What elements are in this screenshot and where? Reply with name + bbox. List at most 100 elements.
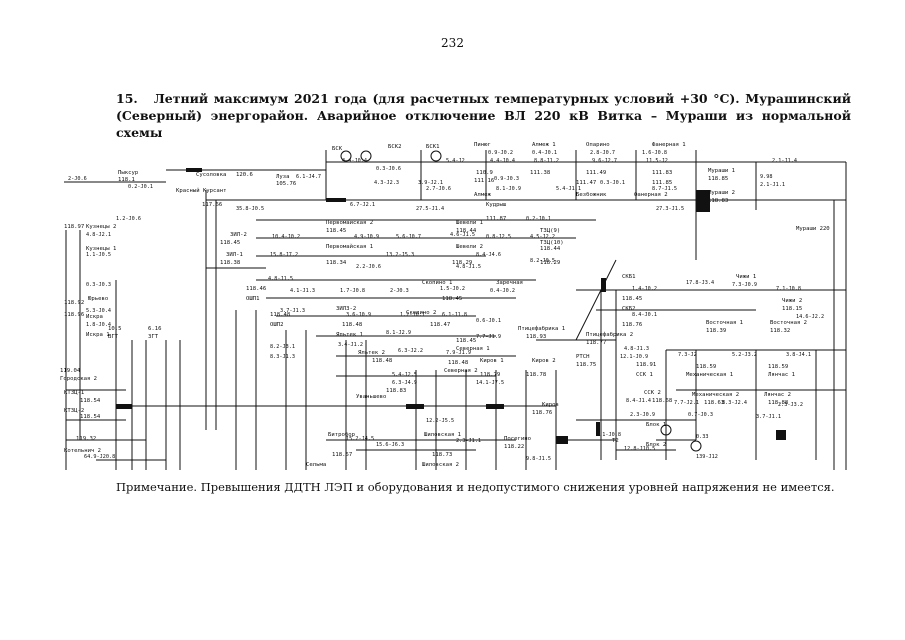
node-label: ЗИЛ-2 [230, 232, 247, 238]
node-label: Северная 2 [444, 368, 478, 374]
node-value: 10.5 [108, 326, 121, 332]
node-value: 105.76 [276, 181, 296, 187]
node-value: 118.15 [782, 306, 802, 312]
node-value: 118.85 [708, 176, 728, 182]
flow-label: 6.3-J2.2 [398, 348, 423, 354]
flow-label: 8.2-J0.5 [530, 258, 555, 264]
grid-lines [64, 150, 847, 470]
flow-label: 3.9-J2.1 [418, 180, 443, 186]
node-value: 118.91 [636, 362, 656, 368]
node-value: 118.45 [622, 296, 642, 302]
flow-label: 9.98 [760, 174, 773, 180]
node-value: 118.54 [80, 398, 101, 404]
flow-label: 1.4-J0.2 [632, 286, 657, 292]
flow-label: 10.4-J0.2 [272, 234, 300, 240]
node-value: 118.44 [456, 228, 477, 234]
flow-label: 27.3-J1.5 [656, 206, 684, 212]
node-label: Пинюг [474, 142, 491, 148]
node-value: 118.45 [456, 338, 476, 344]
power-grid-diagram: Пыксур 118.1 Сусоловка 120.6 Луза 105.76… [60, 142, 847, 470]
flow-label: 9.6-J2.7 [592, 158, 617, 164]
node-value: 118.75 [576, 362, 596, 368]
flow-label: 0.33 [696, 434, 709, 440]
flow-label: 7.9-J1.9 [446, 350, 471, 356]
node-value: 118.54 [80, 414, 101, 420]
node-label: Красный Курсант [176, 188, 227, 194]
node-label: Посегино [504, 436, 531, 442]
node-label: Чижи 1 [736, 274, 756, 280]
flow-label: 4.4-J0.4 [490, 158, 515, 164]
node-label: Яльтек 1 [336, 332, 363, 338]
node-value: 111.87 [486, 216, 506, 222]
node-label: Птицефабрика 2 [586, 331, 633, 338]
flow-label: 4.3-J2.3 [374, 180, 399, 186]
node-label: Мураши 2 [708, 190, 735, 196]
flow-label: 4.9-J0.9 [354, 234, 379, 240]
flow-label: 5.4-J2 [446, 158, 465, 164]
node-value: 118.97 [64, 224, 84, 230]
flow-label: 35.8-J0.5 [236, 206, 264, 212]
heading-number: 15. [116, 91, 138, 106]
node-label: Т3Ц(10) [540, 240, 564, 246]
node-label: Безбожник [576, 191, 607, 198]
node-value: 118.38 [220, 260, 241, 266]
node-value: 118.48 [448, 360, 469, 366]
node-value: 118.79 [480, 372, 500, 378]
flow-label: 3.4-J1.2 [338, 342, 363, 348]
node-value: 118.47 [430, 322, 450, 328]
node-value: 118.96 [64, 312, 84, 318]
node-label: Механическая 2 [692, 392, 739, 398]
flow-label: 14.6-J2.2 [796, 314, 824, 320]
flow-label: 0.2-J0.1 [526, 216, 551, 222]
flow-label: 64.9-J20.8 [84, 454, 115, 460]
flow-label: 8.8-J1.2 [534, 158, 559, 164]
flow-label: 2.3-J1.1 [456, 438, 481, 444]
node-label: Мураши 1 [708, 168, 735, 174]
node-value: 111.38 [530, 170, 551, 176]
flow-label: 15.6-J6.3 [376, 442, 404, 448]
node-value: 118.83 [386, 388, 406, 394]
node-label: Скопино 2 [406, 310, 436, 316]
node-value: 118.39 [706, 328, 726, 334]
node-label: ССК 2 [644, 390, 661, 396]
flow-label: 8.4-J1.4 [626, 398, 651, 404]
figure-heading: 15.Летний максимум 2021 года (для расчет… [116, 90, 851, 141]
node-label: Шевели 1 [456, 220, 483, 226]
flow-label: 3.7-J1.1 [756, 414, 781, 420]
node-label: Киров 1 [480, 358, 504, 364]
flow-label: 2.3-J0.9 [630, 412, 655, 418]
node-label: Птицефабрика 1 [518, 325, 565, 332]
node-label: Котельнич 2 [64, 448, 101, 454]
flow-label: 6.1-J4.7 [296, 174, 321, 180]
flow-label: 8.4-J4.6 [476, 252, 501, 258]
node-label: Фанерная 2 [634, 192, 668, 198]
flow-label: 1.2-J0.1 [400, 312, 425, 318]
node-label: Юрьево [88, 296, 108, 302]
node-value: 118.57 [332, 452, 352, 458]
flow-label: 11.5-J2 [646, 158, 668, 164]
flow-label: 7.3-J0.9 [732, 282, 757, 288]
flow-label: 3.6-J0.9 [346, 312, 371, 318]
flow-label: 1.2-J0.6 [116, 216, 141, 222]
flow-label: 1.8-J0.4 [86, 322, 111, 328]
node-label: Алмеж 1 [532, 142, 556, 148]
flow-label: 8.3-J1.3 [270, 354, 295, 360]
flow-label: 7.7-J2.1 [674, 400, 699, 406]
flow-label: 2.1-J1.4 [772, 158, 797, 164]
node-label: Шиловская 2 [422, 462, 459, 468]
node-label: Первомайская 2 [326, 220, 373, 226]
node-label: Искра [86, 314, 103, 320]
node-value: 118.78 [526, 372, 547, 378]
node-value: 120.6 [236, 172, 253, 178]
node-label: Кузнецы 2 [86, 224, 116, 230]
node-label: Блок 2 [646, 442, 666, 448]
node-labels: Пыксур 118.1 Сусоловка 120.6 Луза 105.76… [60, 142, 830, 468]
node-label: Сусоловка [196, 172, 226, 178]
heading-text: Летний максимум 2021 года (для расчетных… [116, 91, 851, 140]
node-label: Уваньшево [356, 394, 386, 400]
node-label: Кузнецы 1 [86, 246, 116, 252]
node-value: 111.49 [586, 170, 606, 176]
node-value: 118.83 [708, 198, 728, 204]
node-value: 111.83 [652, 170, 672, 176]
flow-label: 13.2-J5.3 [386, 252, 414, 258]
